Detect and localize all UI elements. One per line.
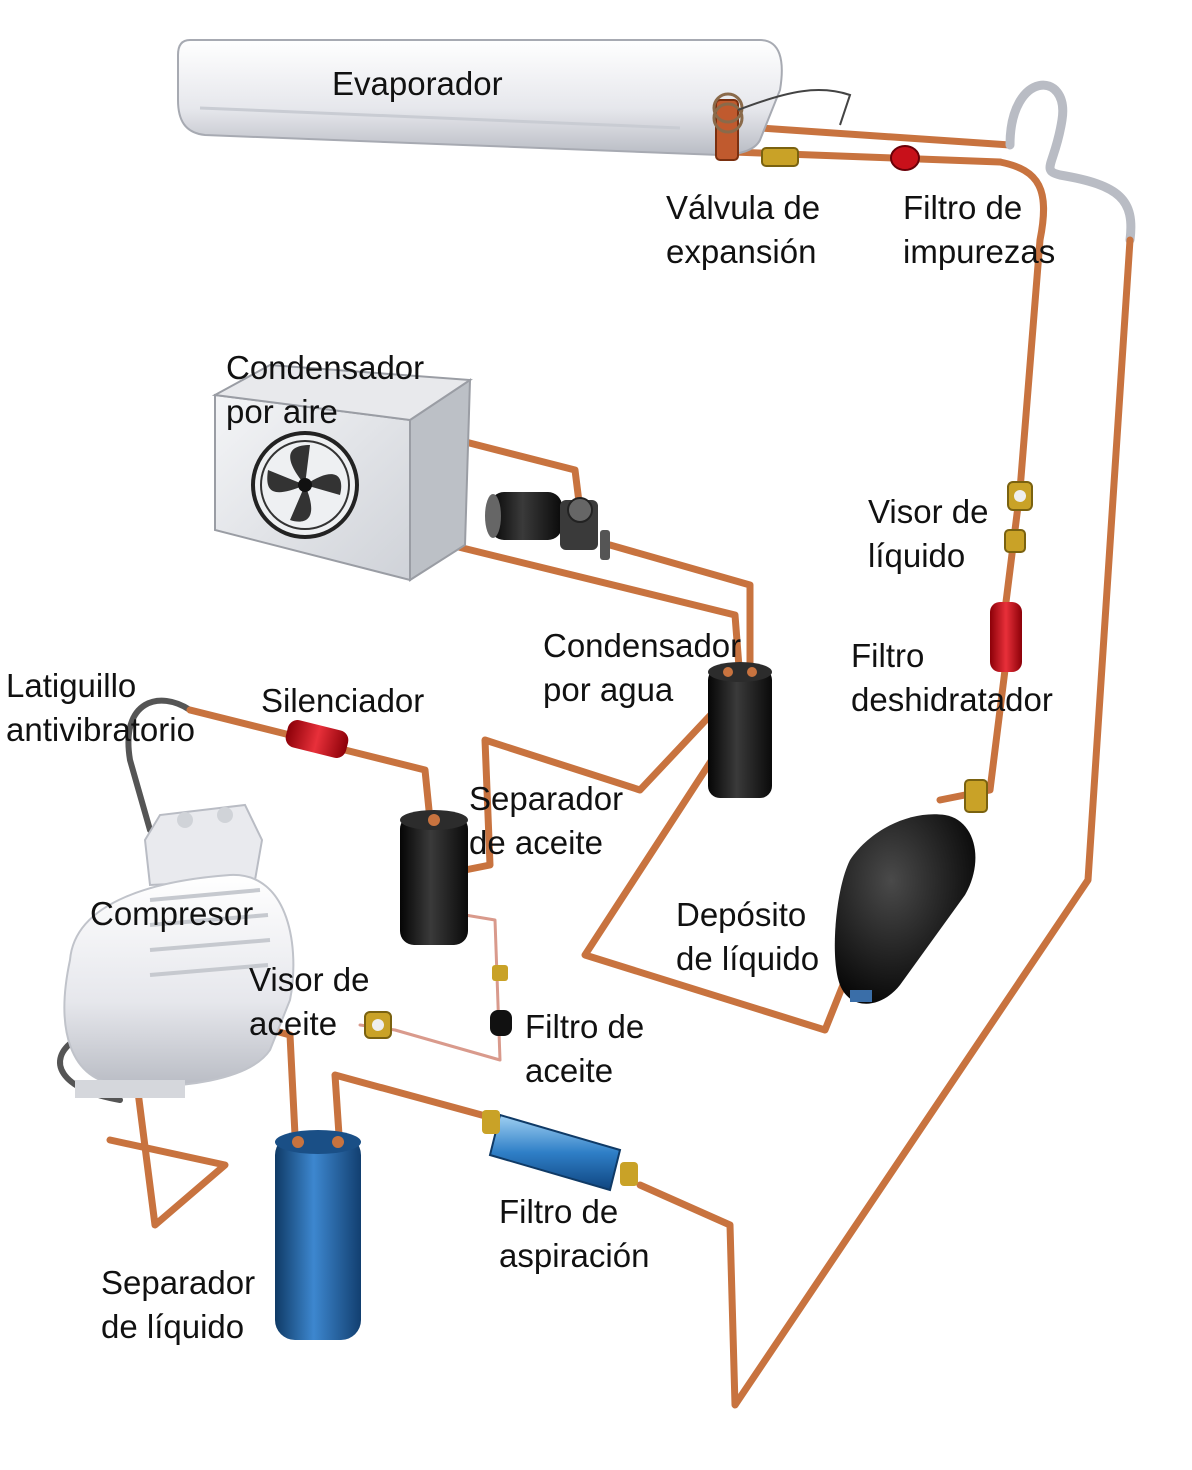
fan-icon <box>251 431 359 539</box>
pipe-oil-separator-to-water-condenser <box>461 701 724 874</box>
water-condenser <box>708 662 772 798</box>
pipe-filter-to-receiver <box>936 666 1009 804</box>
impurity-filter <box>890 145 920 171</box>
evaporator-unit <box>177 39 783 157</box>
pipe-top-right-loop <box>1005 80 1136 245</box>
liquid-sight-glass <box>1004 481 1033 553</box>
water-pump <box>485 492 610 560</box>
pipe-evaporator-suction-outlet <box>756 124 1014 149</box>
pipe-compressor-bottom-loop <box>106 986 229 1229</box>
pipe-discharge-to-silencer <box>186 706 294 739</box>
pipe-air-condenser-lower <box>426 536 744 684</box>
liquid-receiver-tank <box>834 779 988 1004</box>
liquid-separator <box>275 1130 361 1340</box>
label-evaporador: Evaporador <box>332 65 503 102</box>
pipe-air-condenser-upper <box>446 434 584 514</box>
pipe-liquid-separator-to-suction-filter <box>331 1071 504 1154</box>
silencer <box>285 720 349 758</box>
oil-filter <box>490 965 512 1036</box>
oil-separator <box>400 810 468 945</box>
pipe-liquid-line-down <box>996 158 1048 494</box>
suction-filter <box>482 1110 638 1192</box>
label-compresor: Compresor <box>90 895 254 932</box>
pipe-antivibration-hose <box>125 697 193 833</box>
dehydrator-filter <box>990 602 1022 672</box>
pipe-pump-to-water-condenser <box>606 541 754 684</box>
pipe-silencer-to-oil-separator <box>341 746 434 824</box>
pipe-suction-return-right <box>636 236 1134 1409</box>
oil-sight-glass <box>364 1011 392 1039</box>
expansion-valve <box>712 89 852 167</box>
compressor <box>63 803 295 1098</box>
label-silenciador: Silenciador <box>261 682 425 719</box>
